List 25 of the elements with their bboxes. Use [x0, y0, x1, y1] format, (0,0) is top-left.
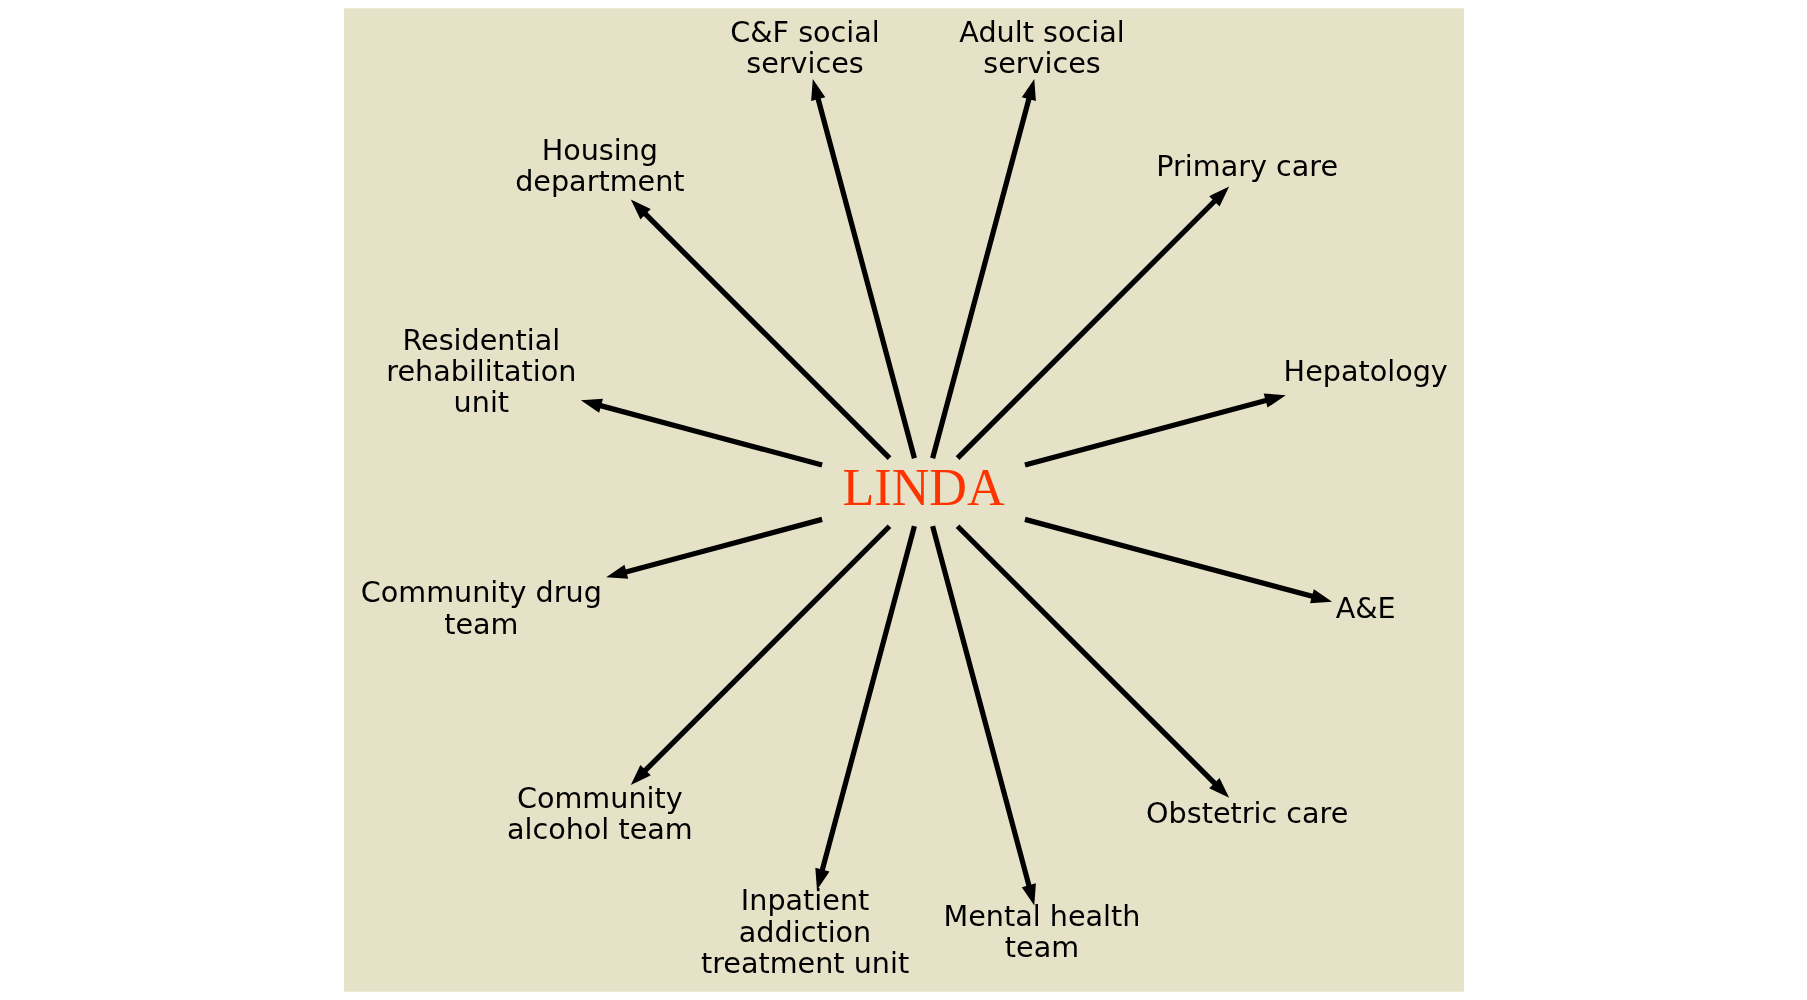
node-text: Community alcohol team: [506, 780, 693, 846]
arrow: [580, 398, 823, 468]
node-text: Mental health team: [943, 899, 1140, 965]
node-text: Hepatology: [1283, 354, 1448, 388]
node-text: Residential rehabilitation unit: [385, 322, 576, 420]
arrow: [1023, 516, 1332, 604]
arrow: [1023, 393, 1286, 468]
arrow: [605, 516, 823, 579]
arrow: [814, 525, 917, 890]
arrow: [955, 186, 1229, 460]
node-text: Primary care: [1155, 148, 1338, 183]
arrow: [810, 78, 917, 459]
arrow: [630, 524, 891, 785]
node-text: Housing department: [514, 133, 685, 199]
node-text: Inpatient addiction treatment unit: [700, 883, 909, 980]
arrow: [955, 524, 1229, 798]
arrow: [929, 525, 1036, 906]
node-text: LINDA: [842, 459, 1004, 517]
node-text: A&E: [1335, 590, 1396, 625]
arrow: [929, 78, 1036, 459]
node-text: Obstetric care: [1145, 796, 1348, 831]
node-text: Adult social services: [958, 14, 1125, 80]
node-text: C&F social services: [729, 14, 880, 80]
node-text: Community drug team: [360, 575, 602, 641]
arrow: [630, 199, 891, 460]
